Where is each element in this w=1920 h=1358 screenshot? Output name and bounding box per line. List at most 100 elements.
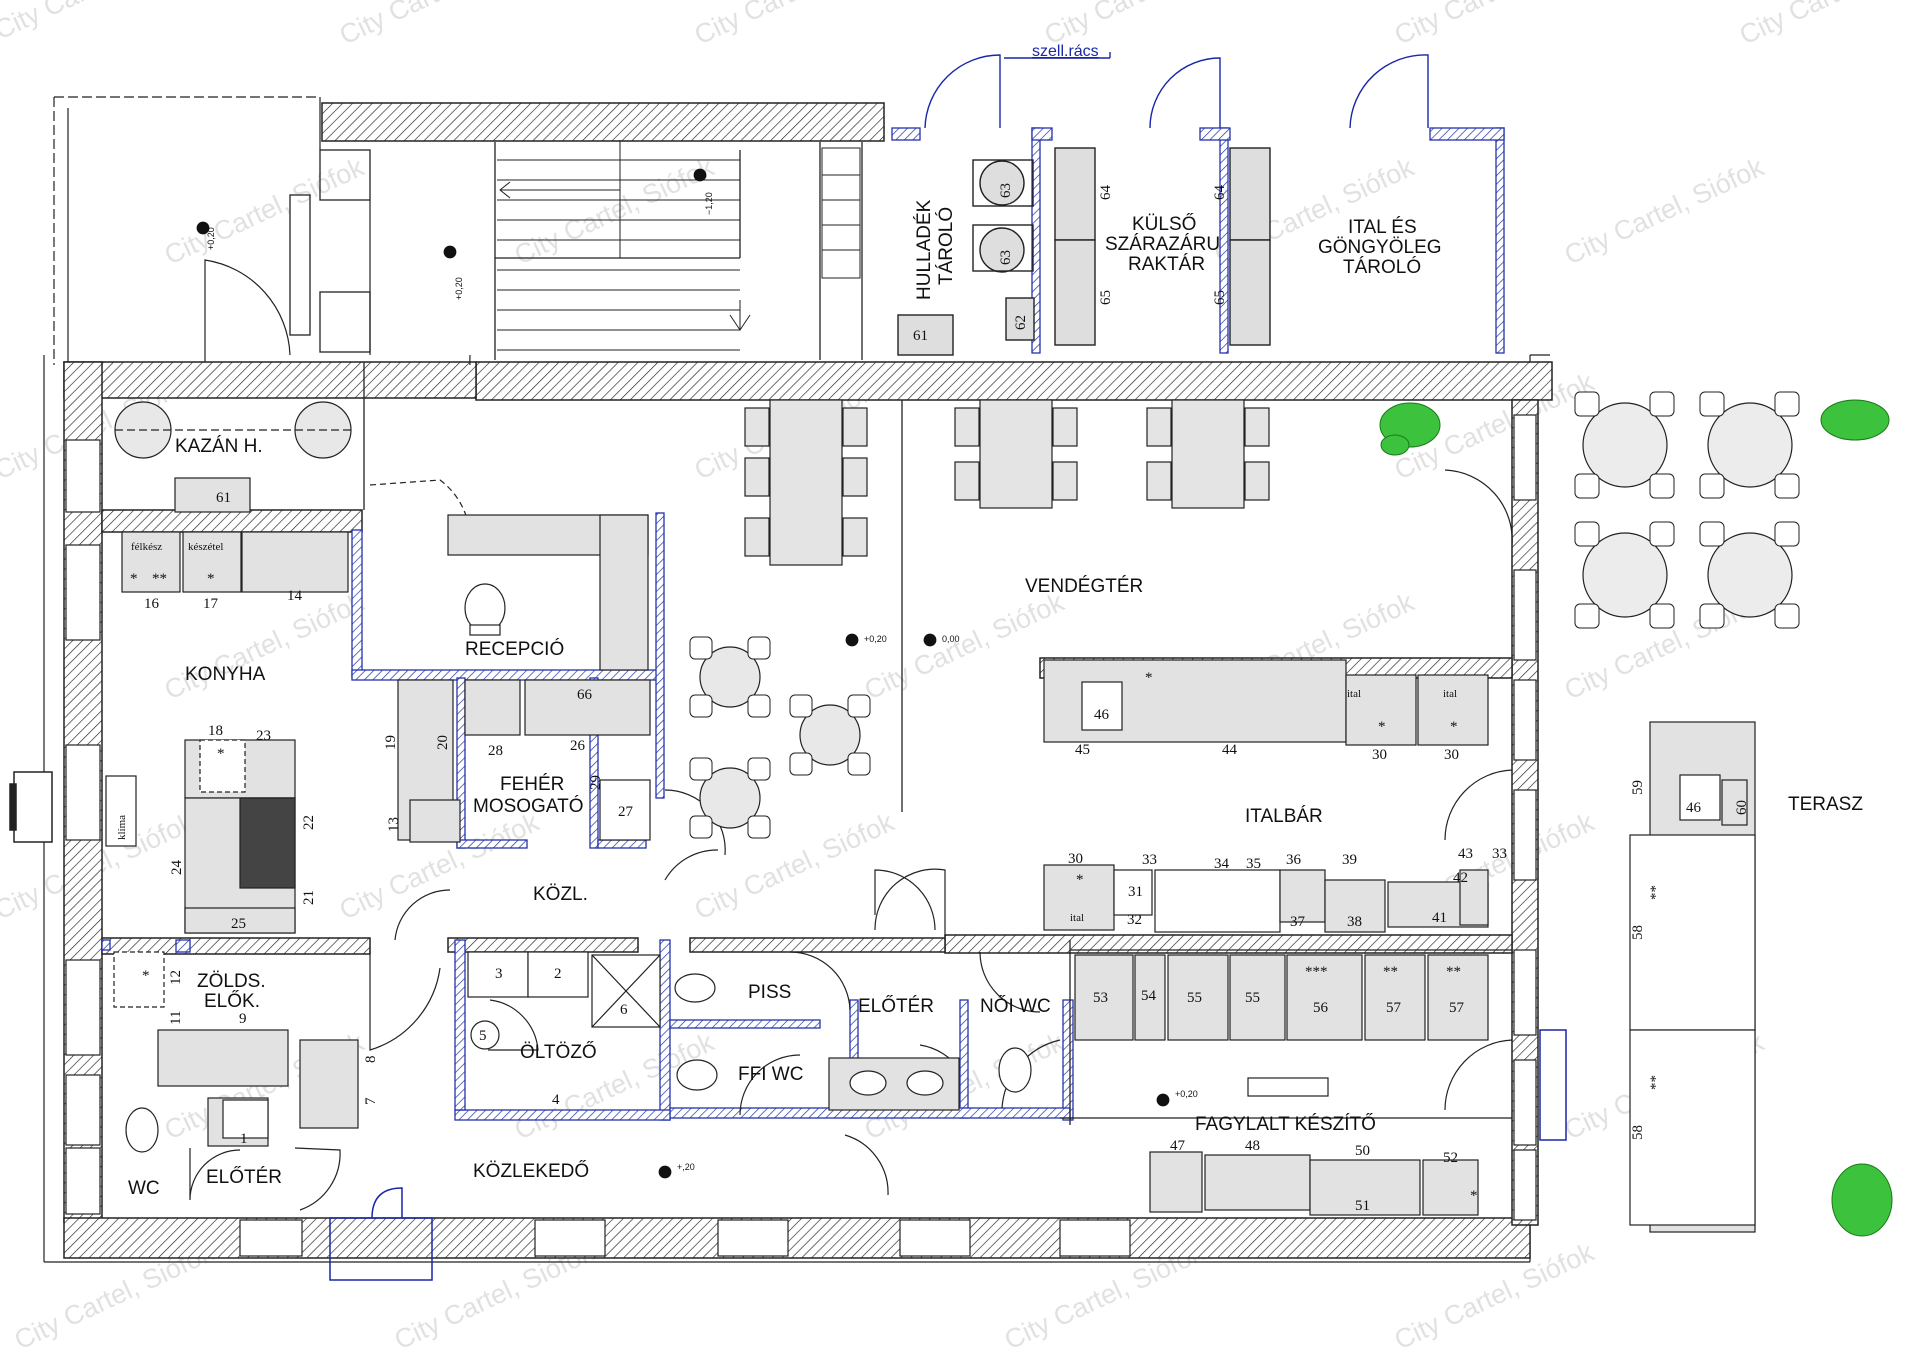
equipment-number: 9	[239, 1011, 247, 1027]
equipment-number: 11	[168, 1011, 184, 1025]
equipment-number: 55	[1245, 990, 1260, 1006]
watermark: City Cartel, Siófok	[510, 152, 719, 271]
equipment-number: 48	[1245, 1138, 1260, 1154]
staircase	[497, 140, 751, 351]
room-label: RAKTÁR	[1128, 254, 1205, 275]
equipment-number: 25	[231, 916, 246, 932]
watermark: City Cartel, Siófok	[160, 587, 369, 706]
equipment-number: 46	[1094, 707, 1110, 723]
reception-chair	[464, 583, 506, 636]
star-mark: ***	[1305, 964, 1328, 980]
equipment-numbers: 61 61 62 63 63 64 64 65 65 16 17 14 18 2…	[144, 183, 1750, 1214]
equipment-number: 21	[301, 890, 317, 905]
windows	[65, 414, 1537, 1257]
plant-icon	[1379, 399, 1893, 1237]
equipment-number: 65	[1098, 290, 1114, 305]
round-table-chairs	[689, 636, 871, 839]
level-label: +0,20	[864, 634, 887, 644]
star-mark: *	[1470, 1188, 1478, 1204]
equipment-number: 64	[1098, 185, 1114, 201]
star-mark: **	[1648, 885, 1664, 900]
level-label: +0,20	[1175, 1089, 1198, 1099]
equipment-number: 66	[577, 687, 593, 703]
equipment-number: 35	[1246, 856, 1261, 872]
equipment-number: 33	[1492, 846, 1507, 862]
level-label: −1,20	[704, 192, 714, 215]
wall-racks	[821, 147, 861, 279]
fixture-labels: félkész készétel klíma ital ital ital	[116, 541, 1457, 924]
room-label: ELŐTÉR	[858, 995, 934, 1017]
equipment-number: 18	[208, 723, 223, 739]
equipment-number: 39	[1342, 852, 1357, 868]
equipment-number: 4	[552, 1092, 560, 1108]
equipment-number: 16	[144, 596, 160, 612]
equipment-number: 61	[913, 328, 928, 344]
fridges	[1074, 954, 1489, 1041]
star-mark: **	[1648, 1075, 1664, 1090]
room-label: MOSOGATÓ	[473, 795, 583, 817]
equipment-number: 19	[383, 735, 399, 750]
watermark: City Cartel, Siófok	[690, 0, 899, 50]
star-marks: * ** * * * * * * * *** ** ** * ** **	[130, 571, 1664, 1204]
equipment-number: 13	[386, 817, 402, 832]
equipment-number: 60	[1734, 800, 1750, 815]
equipment-number: 52	[1443, 1150, 1458, 1166]
level-label: +0,20	[454, 277, 464, 300]
equipment-number: 26	[570, 738, 586, 754]
equipment-number: 14	[287, 588, 303, 604]
equipment-number: 22	[301, 815, 317, 830]
equipment-number: 23	[256, 728, 271, 744]
equipment-number: 30	[1444, 747, 1459, 763]
star-mark: *	[1450, 719, 1458, 735]
equipment-number: 59	[1630, 780, 1646, 795]
equipment-number: 31	[1128, 884, 1143, 900]
equipment-number: 44	[1222, 742, 1238, 758]
wc-fixtures	[125, 951, 1032, 1153]
room-label: GÖNGYÖLEG	[1318, 237, 1442, 258]
equipment-number: 32	[1127, 912, 1142, 928]
bar-equipment	[1043, 659, 1489, 933]
star-mark: **	[1383, 964, 1398, 980]
star-mark: *	[1076, 872, 1084, 888]
room-label: KONYHA	[185, 664, 266, 685]
fixture-label: ital	[1347, 688, 1361, 700]
watermark: City Cartel, Siófok	[1735, 0, 1920, 50]
top-doors	[924, 52, 1429, 129]
room-label: WC	[128, 1178, 160, 1199]
equipment-number: 45	[1075, 742, 1090, 758]
room-label: KÖZL.	[533, 884, 588, 905]
level-label: +0,20	[206, 227, 216, 250]
round-tables	[699, 646, 861, 829]
equipment-number: 58	[1630, 1125, 1646, 1140]
room-label: KÜLSŐ	[1132, 213, 1196, 235]
room-label: HULLADÉK	[914, 199, 935, 300]
level-label: 0,00	[942, 634, 960, 644]
room-label: KAZÁN H.	[175, 436, 263, 457]
watermark: City Cartel, Siófok	[1560, 152, 1769, 271]
fixture-label: klíma	[116, 815, 128, 840]
room-label: SZÁRAZÁRU	[1105, 234, 1220, 255]
watermark: City Cartel, Siófok	[0, 0, 199, 45]
room-label: KÖZLEKEDŐ	[473, 1160, 589, 1182]
equipment-number: 30	[1068, 851, 1083, 867]
equipment-number: 17	[203, 596, 219, 612]
fixture-label: ital	[1070, 912, 1084, 924]
equipment-number: 24	[169, 860, 185, 876]
room-label: TERASZ	[1788, 794, 1863, 815]
equipment-number: 63	[998, 250, 1014, 265]
equipment-number: 1	[240, 1131, 248, 1147]
room-label: VENDÉGTÉR	[1025, 576, 1143, 597]
room-label: ZÖLDS.	[197, 971, 266, 992]
equipment-number: 63	[998, 183, 1014, 198]
star-mark: **	[1446, 964, 1461, 980]
equipment-number: 58	[1630, 925, 1646, 940]
icecream-equipment	[1149, 1077, 1479, 1216]
level-label: +,20	[677, 1162, 695, 1172]
room-label: ELŐTÉR	[206, 1166, 282, 1188]
star-mark: *	[207, 571, 215, 587]
equipment-number: 42	[1453, 870, 1468, 886]
watermark: City Cartel, Siófok	[1390, 0, 1599, 50]
equipment-number: 56	[1313, 1000, 1329, 1016]
equipment-number: 33	[1142, 852, 1157, 868]
